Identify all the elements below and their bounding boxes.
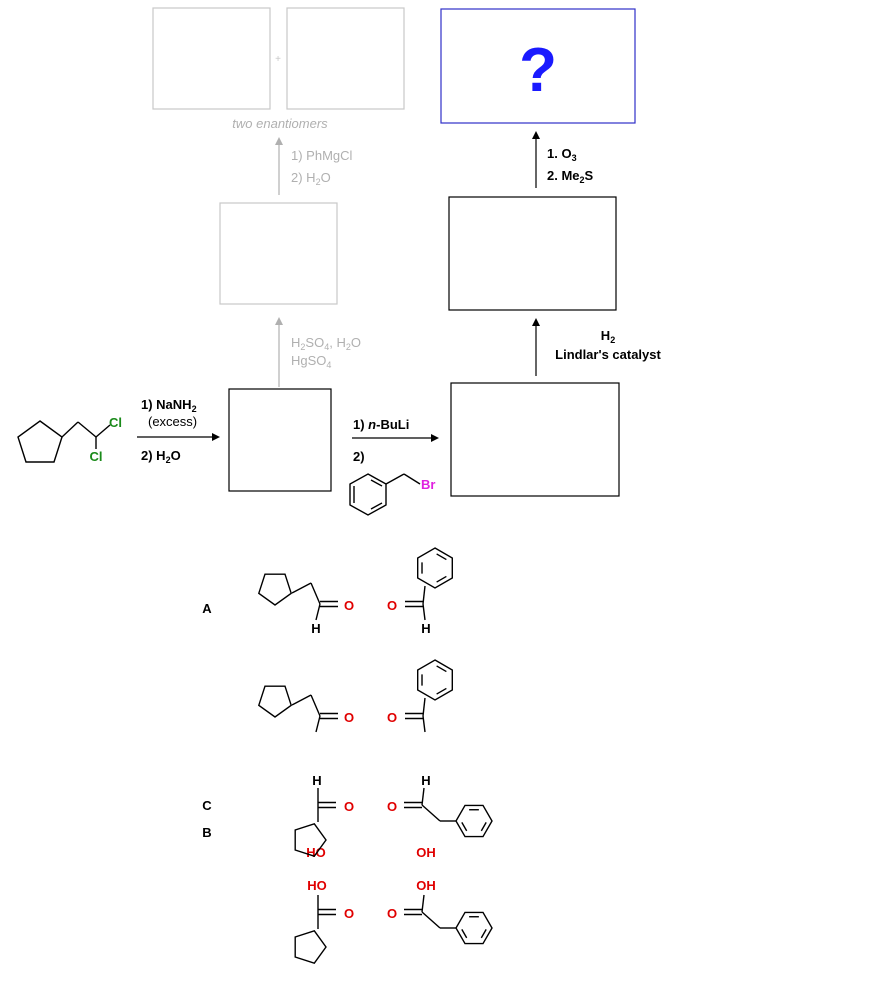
left-substituent: HO — [307, 878, 327, 893]
left-substituent: H — [311, 621, 320, 636]
elimination-reagent-3: 2) H2O — [141, 448, 181, 465]
hydration-reagent-1: H2SO4, H2O — [291, 335, 361, 352]
left-substituent: HO — [306, 845, 326, 860]
elimination-reagent-2: (excess) — [148, 414, 197, 429]
ozonolysis-step-2: 2. Me2S — [547, 168, 594, 185]
hydrogenation-reagent-1: H2 — [601, 328, 615, 345]
benzyl-bromide — [349, 473, 421, 516]
answer-choices: AOHOHBOHOOOHCOHOHDOHOOOH — [202, 547, 493, 1006]
right-substituent: H — [421, 621, 430, 636]
plus-sign: + — [275, 54, 281, 65]
question-mark: ? — [519, 36, 557, 105]
choice-a[interactable]: A O H O H — [202, 547, 453, 636]
right-substituent: OH — [416, 845, 436, 860]
choice-letter: B — [202, 825, 211, 840]
ketone-box[interactable] — [219, 202, 338, 305]
enantiomer-box-1[interactable] — [152, 7, 271, 110]
chlorine-label-top: Cl — [109, 415, 122, 430]
alkylation-reagent-2: 2) — [353, 449, 365, 464]
starting-material — [17, 420, 111, 463]
grignard-reagent-1: 1) PhMgCl — [291, 148, 353, 163]
right-oxygen: O — [387, 598, 397, 613]
left-oxygen: O — [344, 799, 354, 814]
answer-box[interactable] — [440, 8, 636, 124]
elimination-reagent-1: 1) NaNH2 — [141, 397, 197, 414]
hydrogenation-reagent-2: Lindlar's catalyst — [555, 347, 661, 362]
right-substituent: OH — [416, 878, 436, 893]
alkylation-reagent-1: 1) n-BuLi — [353, 417, 409, 432]
terminal-alkyne-box[interactable] — [228, 388, 332, 492]
choice-d[interactable]: DOHOOOH — [202, 878, 493, 1006]
right-oxygen: O — [387, 710, 397, 725]
left-oxygen: O — [344, 906, 354, 921]
bromine-label: Br — [421, 477, 435, 492]
left-oxygen: O — [344, 598, 354, 613]
enantiomer-box-2[interactable] — [286, 7, 405, 110]
left-oxygen: O — [344, 710, 354, 725]
ozonolysis-step-1: 1. O3 — [547, 146, 577, 163]
left-substituent: H — [312, 773, 321, 788]
right-oxygen: O — [387, 906, 397, 921]
grignard-reagent-2: 2) H2O — [291, 170, 331, 187]
chlorine-label-bottom: Cl — [90, 449, 103, 464]
choice-letter: A — [202, 601, 212, 616]
right-oxygen: O — [387, 799, 397, 814]
choice-letter: C — [202, 798, 212, 813]
right-substituent: H — [421, 773, 430, 788]
cis-alkene-box[interactable] — [448, 196, 617, 311]
enantiomers-caption: two enantiomers — [232, 116, 328, 131]
hydration-reagent-2: HgSO4 — [291, 353, 331, 370]
internal-alkyne-box[interactable] — [450, 382, 620, 497]
